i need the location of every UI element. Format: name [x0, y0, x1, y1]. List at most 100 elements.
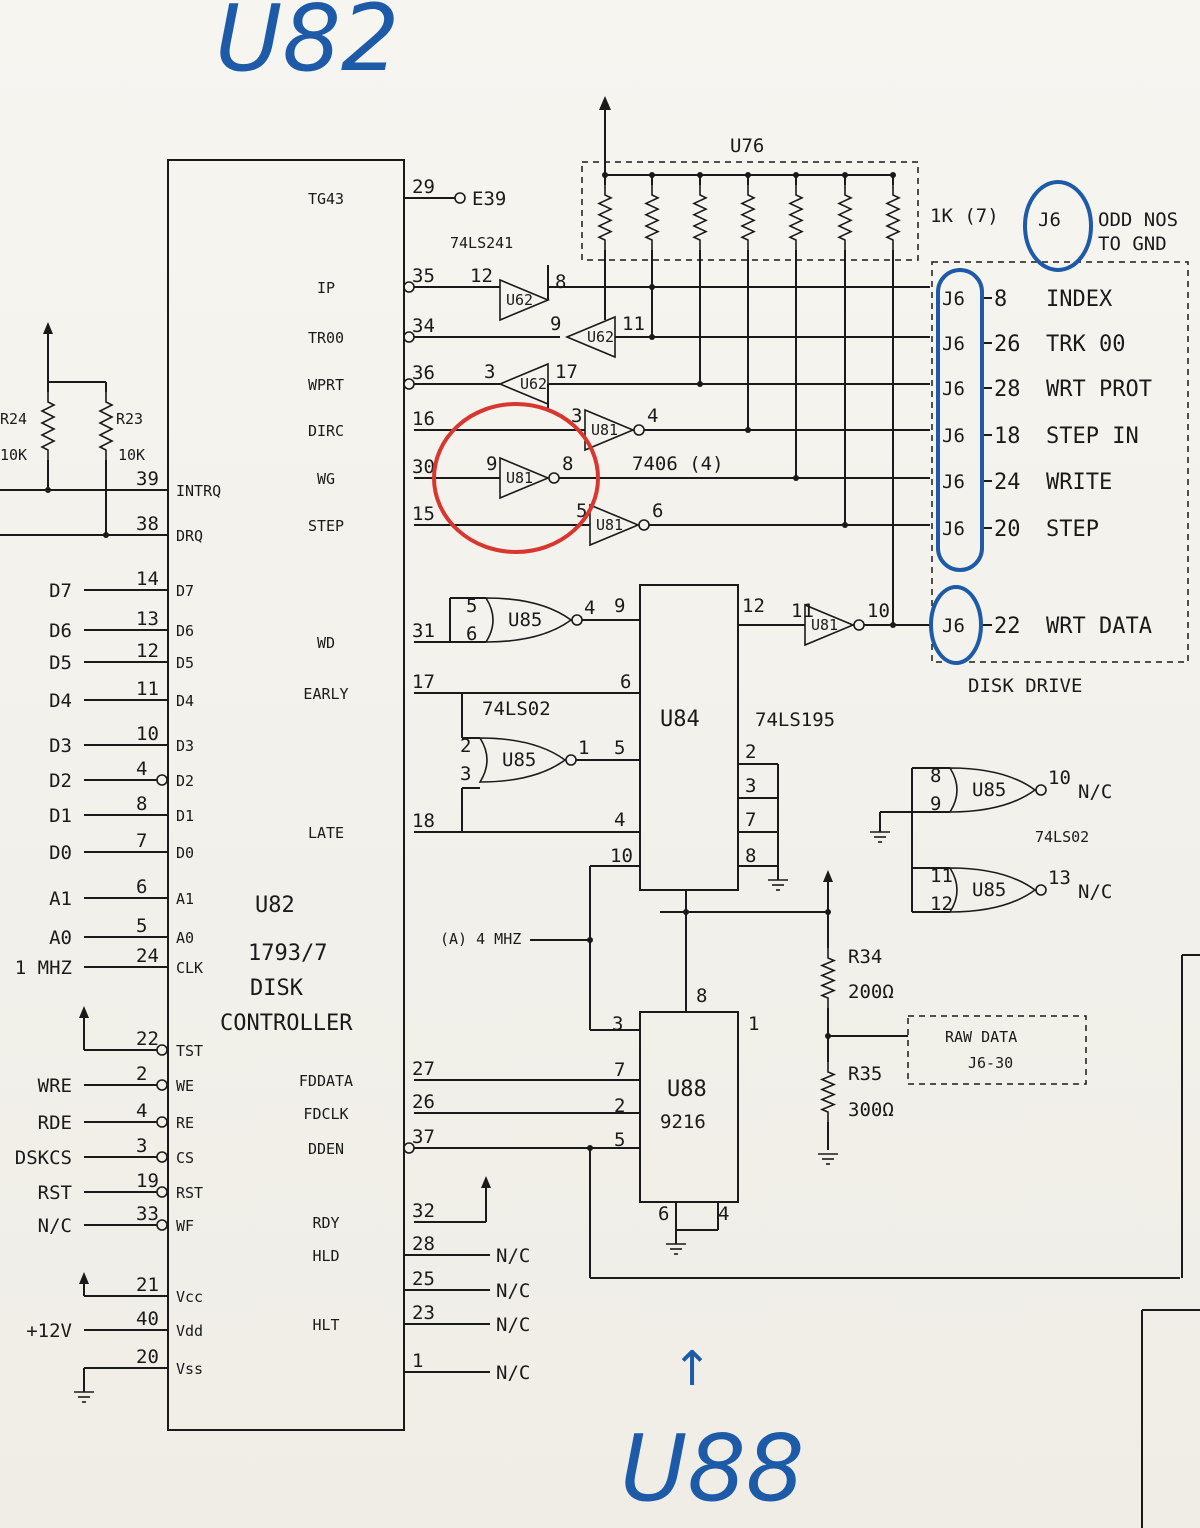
u82-pin-tr00: TR00 — [308, 329, 344, 347]
pin-num: 3 — [571, 405, 582, 427]
pin-bubble — [156, 774, 168, 786]
u82-pin-wf: WF — [176, 1217, 194, 1235]
u82-pin-number: 12 — [136, 640, 159, 662]
j6-signal-name: STEP — [1046, 517, 1099, 542]
pin-num: 9 — [614, 595, 625, 617]
pin-bubble — [156, 1219, 168, 1231]
gate-label: U62 — [506, 291, 533, 309]
nor-label: U85 — [972, 779, 1006, 801]
r23-zigzag — [98, 392, 114, 460]
u82-pin-number: 39 — [136, 468, 159, 490]
gate-label: U62 — [520, 375, 547, 393]
u82-pin-clk: CLK — [176, 959, 203, 977]
net-label: N/C — [38, 1215, 72, 1237]
vcc-arrow-u76 — [599, 96, 611, 110]
net-label: D5 — [49, 652, 72, 674]
pin-bubble — [403, 1142, 415, 1154]
u82-pin-number: 22 — [136, 1028, 159, 1050]
u82-pin-late: LATE — [308, 824, 344, 842]
u82-pin-we: WE — [176, 1077, 194, 1095]
u82-pin-re: RE — [176, 1114, 194, 1132]
pin-num: 9 — [930, 793, 941, 815]
r34-zigzag — [819, 948, 837, 1008]
u82-pin-wg: WG — [317, 470, 335, 488]
u85-part-left: 74LS02 — [482, 698, 551, 720]
net-label: D7 — [49, 580, 72, 602]
u82-pin-a1: A1 — [176, 890, 194, 908]
buffer-ip: U62 — [499, 278, 551, 322]
u76-ref: U76 — [730, 135, 764, 157]
pin-num: 11 — [791, 600, 814, 622]
e39-label: E39 — [472, 188, 506, 210]
u82-pin-number: 33 — [136, 1203, 159, 1225]
pin-num: 7 — [745, 809, 756, 831]
pin-num: 3 — [745, 775, 756, 797]
u82-pin-vcc: Vcc — [176, 1288, 203, 1306]
nor-body — [948, 767, 1037, 813]
u82-pin-number: 17 — [412, 671, 435, 693]
pin-bubble — [403, 281, 415, 293]
pin-num: 4 — [584, 597, 595, 619]
nor-label: U85 — [508, 609, 542, 631]
j6-note-line2: TO GND — [1098, 233, 1167, 255]
u76-resistor-3 — [692, 185, 708, 250]
gate-triangle — [589, 503, 641, 547]
gate-label: U81 — [811, 616, 838, 634]
u82-pin-early: EARLY — [303, 685, 348, 703]
handwritten-u82-label: U82 — [215, 0, 399, 92]
buffer-part: 74LS241 — [450, 234, 513, 252]
logic-section: U85564U85231U858910N/CU85111213N/C965410… — [414, 584, 1200, 1528]
inverter-bubble — [853, 619, 865, 631]
u82-pin-tg43: TG43 — [308, 190, 344, 208]
u82-pin-number: 3 — [136, 1135, 147, 1157]
j6-pin-number: 8 — [994, 287, 1007, 312]
r35-zigzag — [819, 1062, 837, 1122]
j6-pin-number: 24 — [994, 470, 1021, 495]
j6-signal-name: WRT DATA — [1046, 614, 1152, 639]
u82-desc2: CONTROLLER — [220, 1011, 353, 1036]
u82-pin-number: 27 — [412, 1058, 435, 1080]
pin-num: 3 — [612, 1013, 623, 1035]
j6-signal-name: INDEX — [1046, 287, 1113, 312]
u82-pin-hld: HLD — [312, 1247, 339, 1265]
pin-num: 10 — [867, 600, 890, 622]
j6-connector: J6 — [942, 333, 965, 355]
pin-num: 2 — [614, 1095, 625, 1117]
u88-chip-body — [639, 1011, 739, 1203]
pin-num: 11 — [930, 865, 953, 887]
net-label: A1 — [49, 888, 72, 910]
u82-pin-fddata: FDDATA — [299, 1072, 353, 1090]
u76-resistor-4 — [740, 185, 756, 250]
r23-ref: R23 — [116, 410, 143, 428]
u82-left-pins: INTRQ39DRQ38D714D7D613D6D512D5D411D4D310… — [0, 322, 221, 1403]
pin-num: 4 — [614, 809, 625, 831]
u85-ground — [870, 831, 890, 843]
u76-node — [890, 172, 896, 178]
net-label: RDE — [38, 1112, 72, 1134]
nc-label: N/C — [496, 1245, 530, 1267]
u88-ref: U88 — [667, 1077, 707, 1102]
j6-connector: J6 — [942, 518, 965, 540]
pin-num: 8 — [555, 271, 566, 293]
nor-label: U85 — [972, 879, 1006, 901]
pin-num: 6 — [466, 623, 477, 645]
u82-pin-ip: IP — [317, 279, 335, 297]
pin-num: 5 — [466, 595, 477, 617]
u76-node — [793, 172, 799, 178]
gate-label: U81 — [596, 516, 623, 534]
u82-pin-number: 1 — [412, 1350, 423, 1372]
u82-pin-number: 35 — [412, 265, 435, 287]
nc-label: N/C — [496, 1314, 530, 1336]
nor-bubble — [565, 754, 577, 766]
j6-connector: J6 — [942, 378, 965, 400]
u82-chip-body — [167, 159, 405, 1431]
j6-connector: J6 — [942, 425, 965, 447]
divider-arrow — [823, 870, 833, 882]
net-label: DSKCS — [15, 1147, 72, 1169]
u82-pin-number: 19 — [136, 1170, 159, 1192]
u82-pin-hlt: HLT — [312, 1316, 339, 1334]
u82-pin-d2: D2 — [176, 772, 194, 790]
pin-num: 4 — [647, 405, 658, 427]
nor-body — [948, 867, 1037, 913]
